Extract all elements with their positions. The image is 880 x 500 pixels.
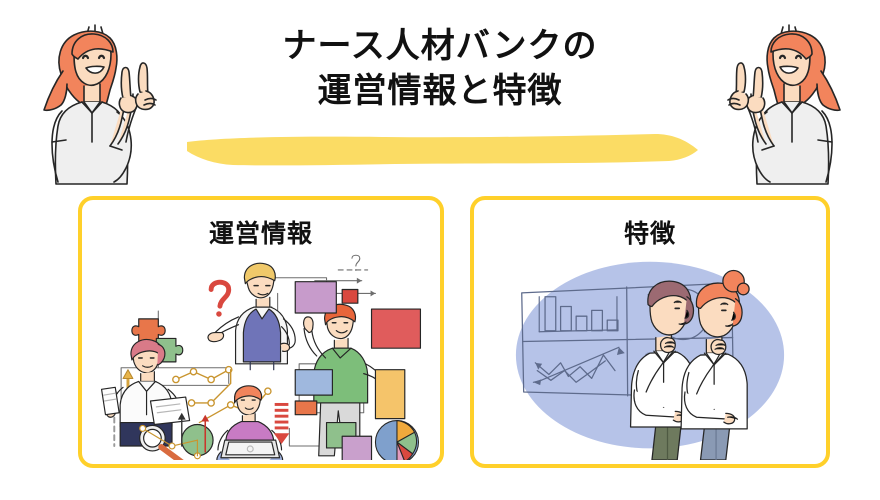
- page-title-line-2: 運営情報と特徴: [317, 71, 563, 110]
- two-people-analyzing-charts-illustration: [474, 254, 826, 460]
- yellow-brush-underline: [185, 133, 700, 167]
- page-title: ナース人材バンクの 運営情報と特徴: [180, 24, 700, 114]
- page-title-line-1: ナース人材バンクの: [282, 27, 598, 65]
- pointing-woman-illustration-left: [22, 14, 182, 186]
- business-data-analysis-illustration: [82, 254, 440, 460]
- card-features[interactable]: 特徴: [470, 196, 830, 468]
- pointing-woman-illustration-right: [702, 14, 862, 186]
- card-operation-info[interactable]: 運営情報: [78, 196, 444, 468]
- card-title-operation-info: 運営情報: [208, 220, 313, 248]
- card-title-features: 特徴: [623, 220, 676, 248]
